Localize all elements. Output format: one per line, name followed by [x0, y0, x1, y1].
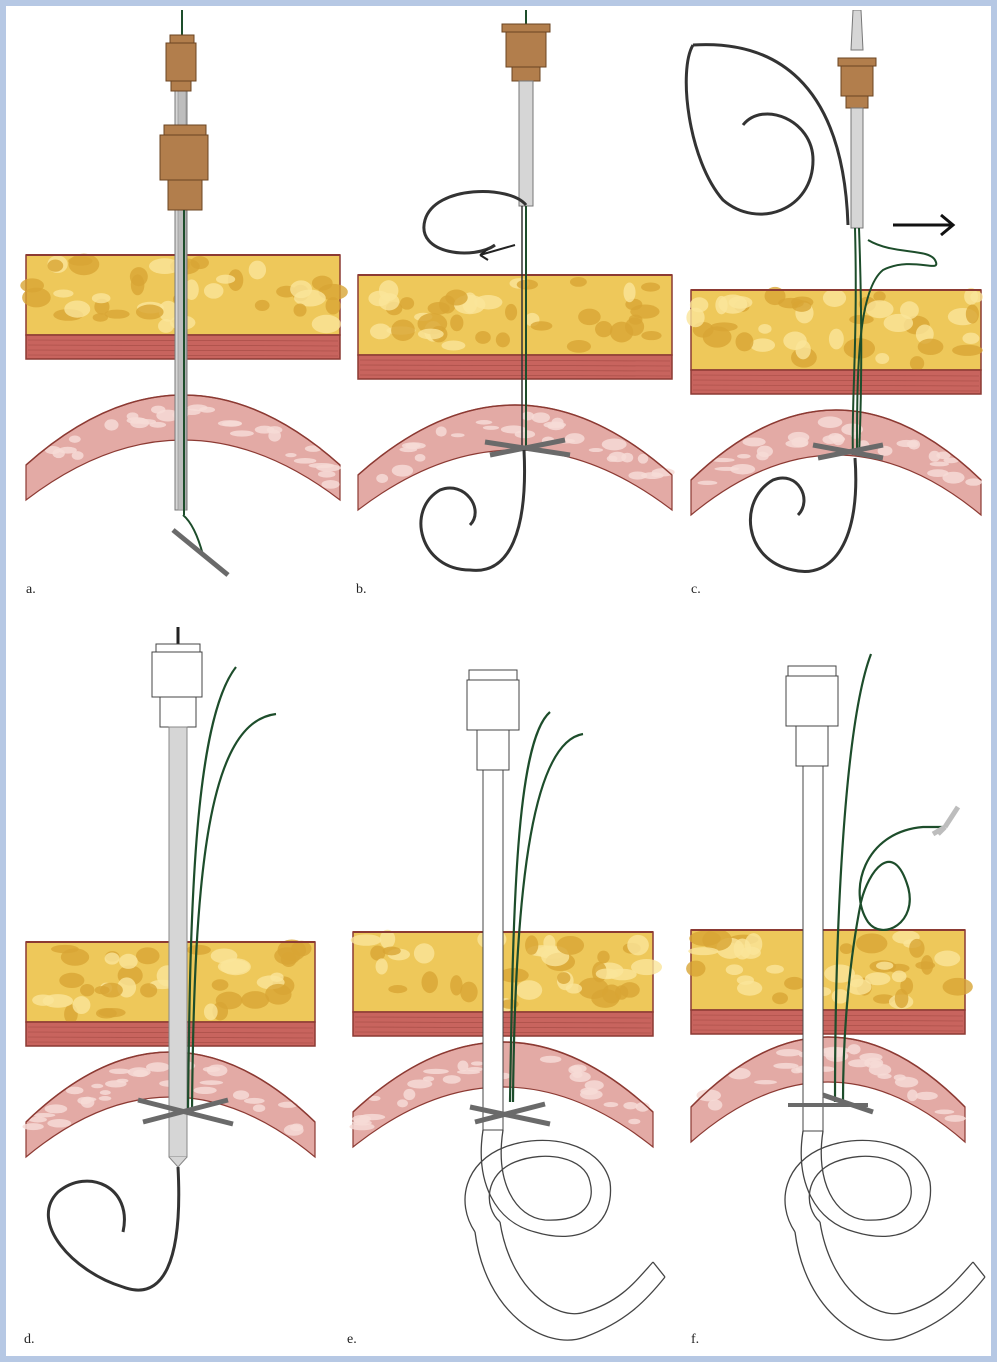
panel-d-illustration	[18, 622, 348, 1352]
panel-f: f.	[683, 622, 989, 1352]
panel-label: a.	[26, 582, 36, 598]
tissue-layers	[686, 929, 973, 1034]
panel-e: e.	[345, 622, 675, 1352]
panel-label: b.	[356, 582, 367, 598]
panel-c-illustration	[683, 10, 989, 610]
panel-label: d.	[24, 1332, 35, 1348]
organ-wall	[691, 1037, 966, 1142]
panel-a: a.	[18, 10, 348, 610]
organ-wall	[691, 410, 982, 515]
tissue-layers	[351, 929, 662, 1036]
tissue-layers	[358, 275, 672, 379]
panel-e-illustration	[345, 622, 675, 1352]
panel-label: e.	[347, 1332, 357, 1348]
panel-label: c.	[691, 582, 701, 598]
panel-f-illustration	[683, 622, 989, 1352]
panel-c: c.	[683, 10, 989, 610]
panel-a-illustration	[18, 10, 348, 610]
panel-b: b.	[350, 10, 680, 610]
organ-wall	[358, 405, 675, 510]
panel-label: f.	[691, 1332, 699, 1348]
tissue-layers	[686, 287, 982, 394]
hub-lower	[160, 125, 208, 210]
panel-d: d.	[18, 622, 348, 1352]
panel-b-illustration	[350, 10, 680, 610]
hub-top	[166, 35, 196, 91]
